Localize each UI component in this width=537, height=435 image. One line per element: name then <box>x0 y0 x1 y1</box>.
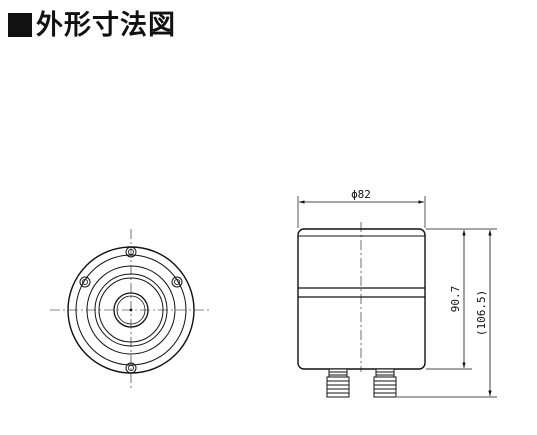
dimension-diameter-label: ϕ82 <box>351 188 371 201</box>
top-view-ring-outer <box>86 265 176 355</box>
page-title: 外形寸法図 <box>8 8 176 42</box>
top-view-ring-middle <box>94 273 168 347</box>
dimension-diameter <box>297 196 426 228</box>
dimension-height-total-label: (106.5) <box>475 290 488 336</box>
top-view-center-dot <box>129 308 133 312</box>
top-view-flange-circle <box>75 254 187 366</box>
top-view-bore-inner <box>116 295 146 325</box>
dimension-height-body <box>426 228 497 370</box>
screw-icon <box>125 246 137 258</box>
title-square-icon <box>8 13 32 37</box>
top-view <box>50 229 212 391</box>
dimension-height-total <box>397 230 497 398</box>
dimension-height-body-label: 90.7 <box>449 286 462 313</box>
screw-icon <box>79 276 91 288</box>
top-view-ring-inner <box>98 277 164 343</box>
screw-icon <box>171 276 183 288</box>
side-view <box>297 222 426 398</box>
title-text: 外形寸法図 <box>36 9 176 41</box>
side-view-body <box>297 228 426 370</box>
top-view-bore-outer <box>113 292 149 328</box>
connector-right <box>373 368 397 398</box>
screw-icon <box>125 362 137 374</box>
connector-left <box>326 368 350 398</box>
